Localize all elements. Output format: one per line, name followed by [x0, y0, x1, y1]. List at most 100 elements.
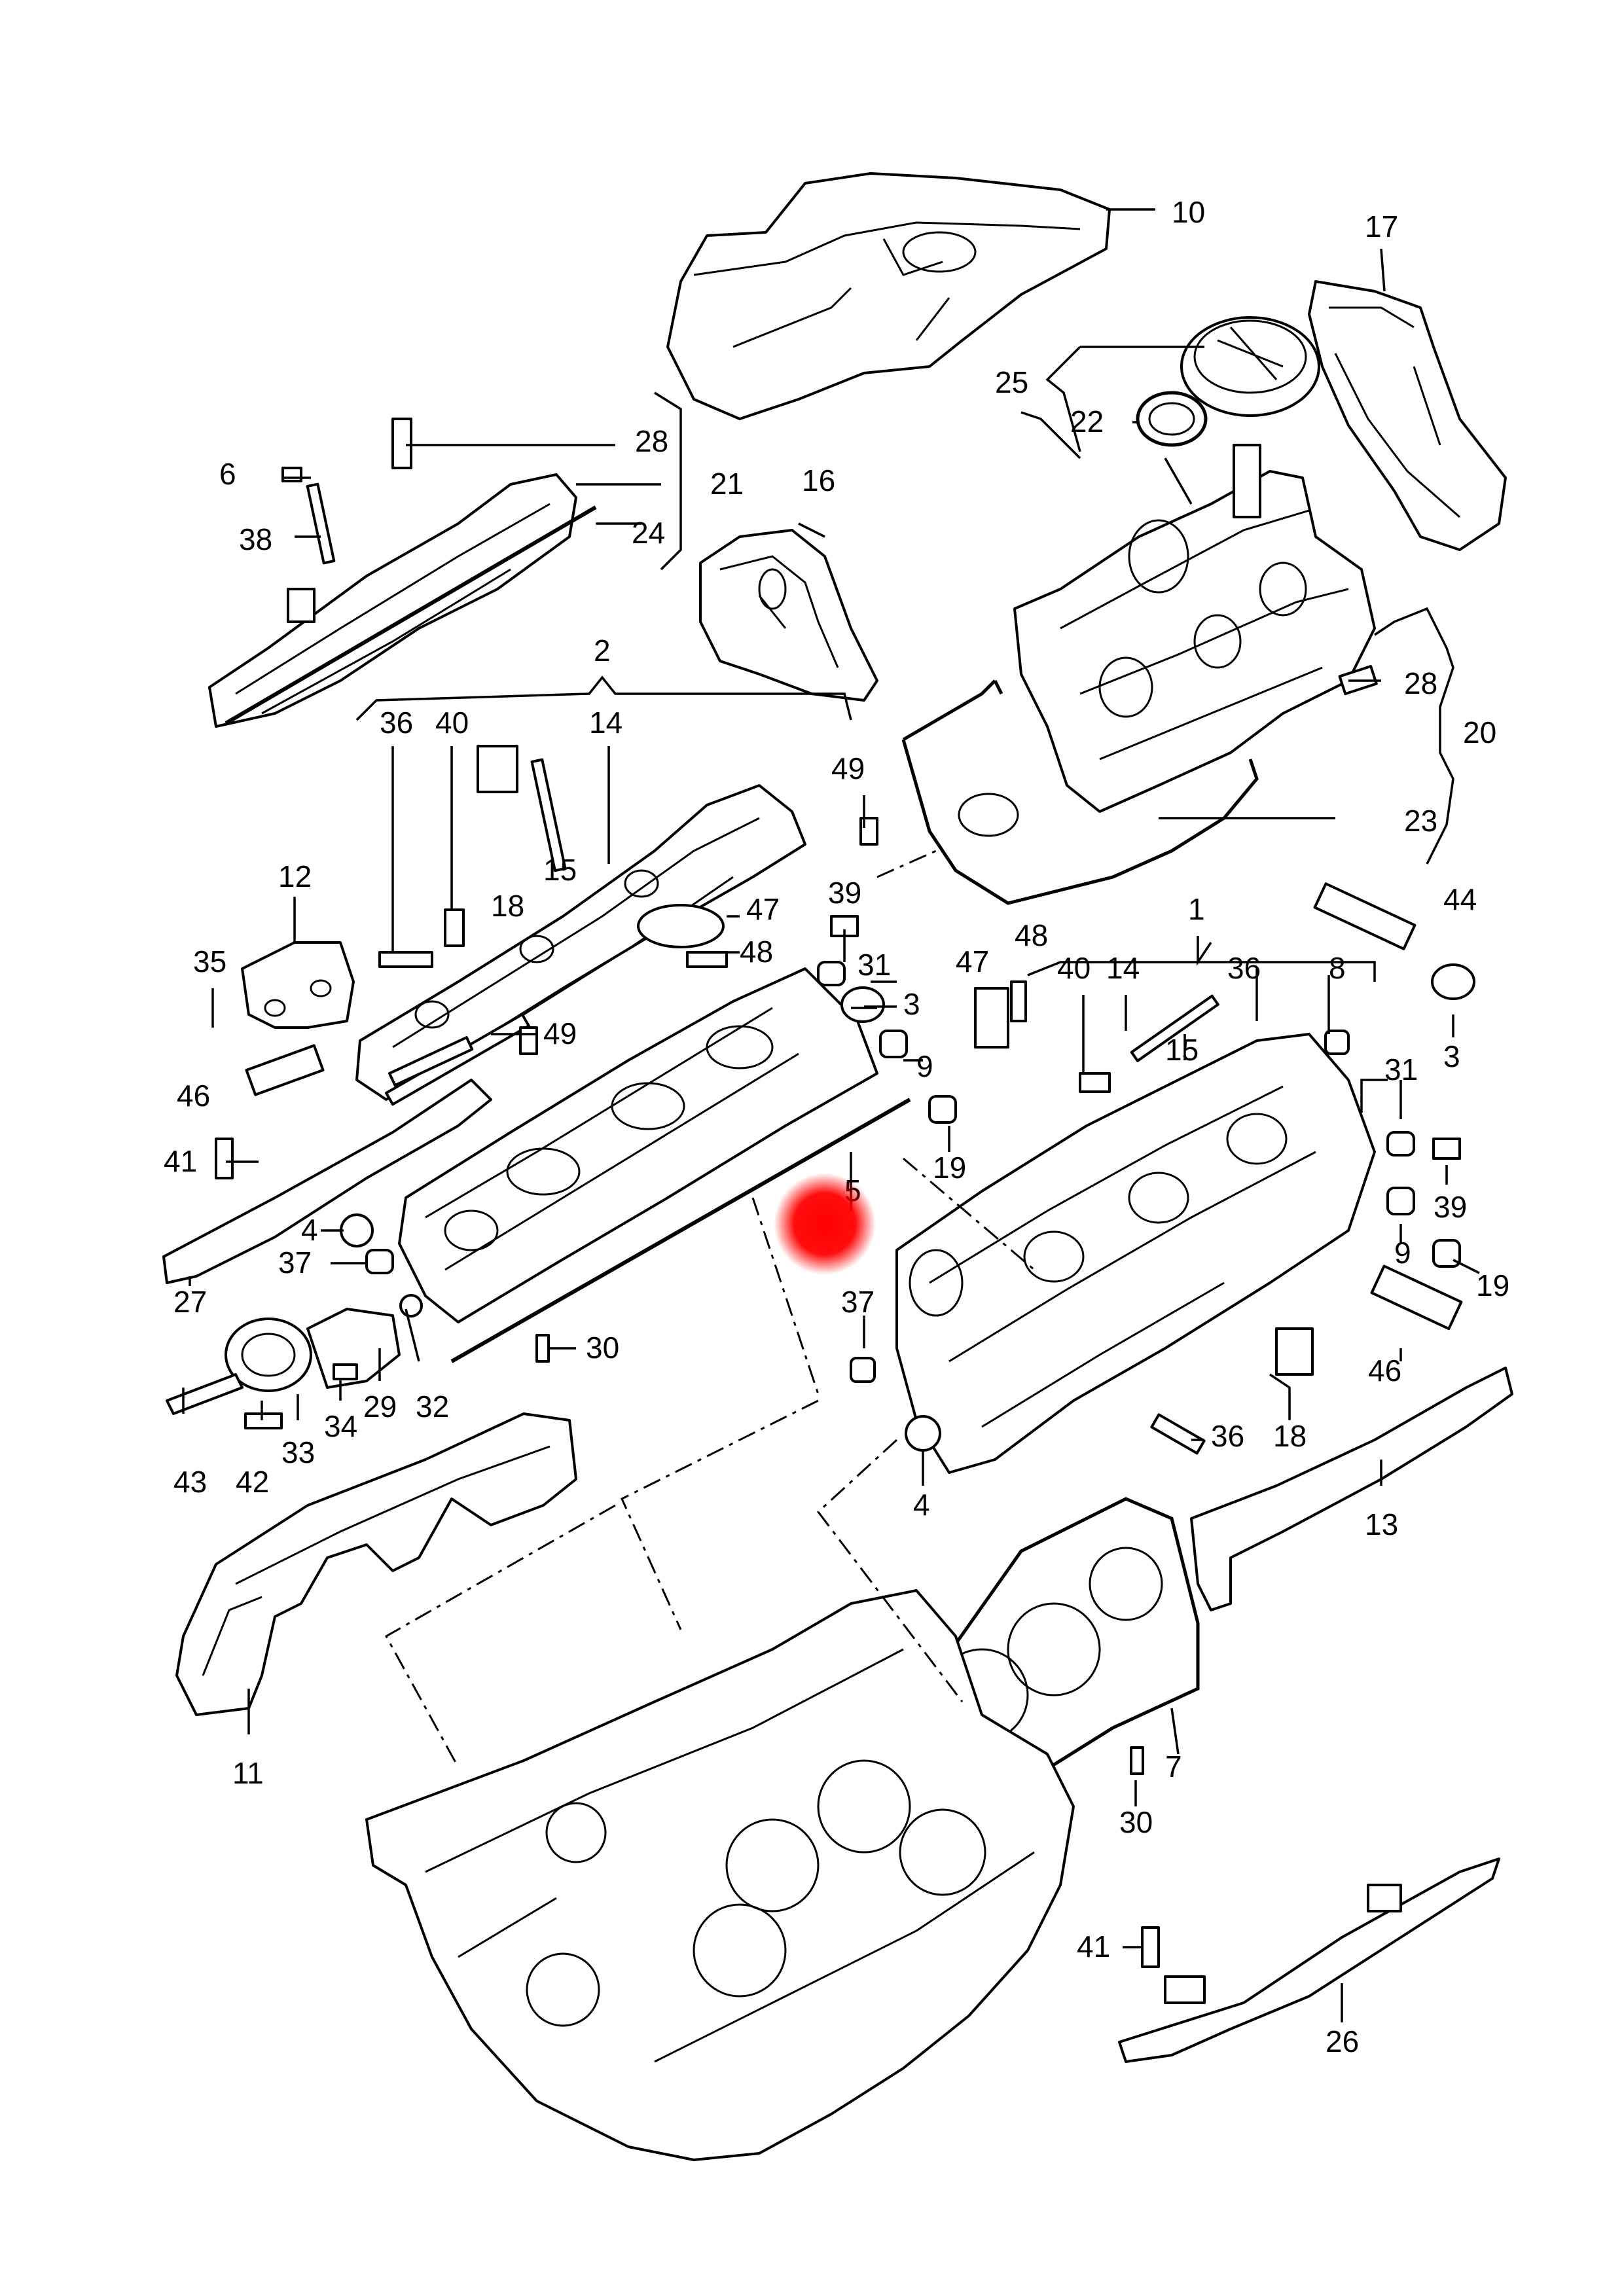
callout-14-left: 14 — [589, 706, 623, 740]
solenoid-47-right — [974, 987, 1009, 1049]
small-fasteners — [215, 418, 1475, 1968]
bolt-15-right — [1130, 994, 1219, 1062]
callout-44: 44 — [1443, 882, 1477, 916]
callout-31-right: 31 — [1384, 1052, 1418, 1086]
callout-49-upper: 49 — [831, 751, 865, 785]
part-33-vacuum-pump — [166, 1308, 401, 1415]
part-23-right-cover-gasket — [901, 679, 1259, 905]
part-27-left-rail — [162, 1036, 492, 1284]
callout-20: 20 — [1463, 715, 1496, 749]
sealant-tube-44 — [1313, 882, 1416, 950]
bolt-41-left — [215, 1138, 234, 1179]
callout-21: 21 — [710, 467, 744, 501]
callout-17: 17 — [1365, 209, 1398, 243]
callout-24: 24 — [632, 516, 665, 550]
pin-30-right — [1130, 1746, 1144, 1775]
part-5-left-cylinder-head — [398, 967, 911, 1363]
callout-40-left: 40 — [435, 706, 469, 740]
plug-19-left — [928, 1095, 957, 1124]
callout-8: 8 — [1329, 951, 1346, 985]
part-11-left-shield — [175, 1412, 577, 1716]
callout-42: 42 — [236, 1465, 269, 1499]
callout-4-left: 4 — [301, 1213, 318, 1247]
callout-9-right: 9 — [1394, 1236, 1411, 1270]
stud-36-right — [1150, 1413, 1206, 1455]
callout-18-left: 18 — [491, 889, 524, 923]
bolt-41-right — [1141, 1926, 1160, 1968]
pin-34 — [333, 1363, 358, 1380]
plug-3-right — [1431, 963, 1475, 1000]
callout-39-left: 39 — [828, 876, 861, 910]
bolt-42 — [244, 1412, 283, 1429]
stud-36-left — [378, 951, 433, 968]
part-17-duct — [1308, 280, 1507, 551]
callout-41-right: 41 — [1077, 1929, 1110, 1964]
bolt-28-left — [391, 418, 412, 469]
plug-9-right — [1386, 1187, 1415, 1215]
part-12-bracket — [241, 941, 355, 1029]
callout-18-right: 18 — [1273, 1419, 1307, 1453]
callout-15-right: 15 — [1165, 1033, 1199, 1067]
nut-6 — [281, 467, 302, 482]
plug-37-left — [365, 1249, 394, 1274]
plug-31-right — [1386, 1131, 1415, 1157]
seal-18-right — [1275, 1327, 1314, 1376]
callout-10: 10 — [1172, 195, 1205, 229]
plug-37-right — [850, 1357, 876, 1383]
callout-9-left: 9 — [916, 1049, 933, 1083]
part-26-lower-rail — [1118, 1857, 1500, 2063]
callout-46-left: 46 — [177, 1079, 210, 1113]
callout-47-right: 47 — [956, 944, 989, 978]
callout-16: 16 — [802, 463, 835, 497]
sealant-tube-46-right — [1370, 1265, 1463, 1331]
callout-11: 11 — [232, 1756, 264, 1790]
part-21-left-head-cover — [208, 473, 597, 728]
callout-6: 6 — [219, 457, 236, 491]
callout-31-left: 31 — [857, 948, 891, 982]
callout-32: 32 — [416, 1390, 449, 1424]
callout-7: 7 — [1165, 1749, 1182, 1784]
callout-49-lower: 49 — [543, 1016, 577, 1050]
ring-32 — [399, 1294, 423, 1318]
callout-48-left: 48 — [740, 935, 773, 969]
callout-46-right: 46 — [1368, 1354, 1401, 1388]
callout-15-left: 15 — [543, 853, 577, 887]
callout-29: 29 — [363, 1390, 397, 1424]
callout-36-right-lower: 36 — [1211, 1419, 1244, 1453]
callout-2: 2 — [594, 634, 611, 668]
seal-18-left — [477, 745, 518, 793]
plug-8 — [1324, 1030, 1350, 1055]
plug-9-left — [879, 1030, 908, 1058]
callout-41-left: 41 — [164, 1144, 197, 1178]
highlight-marker — [774, 1173, 876, 1275]
bolt-15-left — [530, 758, 567, 872]
part-22-filler-cap — [1136, 316, 1320, 447]
part-1-right-cylinder-head — [895, 1033, 1376, 1474]
bolt-40-right — [1079, 1072, 1111, 1093]
plug-19-right — [1432, 1239, 1461, 1268]
callout-48-right: 48 — [1015, 918, 1048, 952]
part-10-oil-pan — [666, 172, 1111, 420]
callout-38: 38 — [239, 522, 272, 556]
callout-37-right: 37 — [841, 1285, 875, 1319]
callout-25: 25 — [995, 365, 1028, 399]
callout-28-left: 28 — [635, 424, 668, 458]
callout-40-right: 40 — [1057, 951, 1091, 985]
gear-4-left — [340, 1213, 374, 1247]
part-20-right-head-cover — [1013, 444, 1376, 813]
callout-19-right: 19 — [1476, 1268, 1509, 1302]
callout-1: 1 — [1188, 892, 1205, 926]
callout-36-left: 36 — [380, 706, 413, 740]
bolt-48-left — [686, 951, 728, 968]
bolt-40-left — [444, 908, 465, 947]
callout-37-left: 37 — [278, 1246, 312, 1280]
callout-43: 43 — [173, 1465, 207, 1499]
gear-4-right — [905, 1415, 941, 1452]
callout-19-left: 19 — [933, 1151, 966, 1185]
callout-33: 33 — [281, 1435, 315, 1469]
bolt-38 — [306, 482, 336, 565]
solenoid-47-left — [637, 904, 725, 948]
callout-30-left: 30 — [586, 1331, 619, 1365]
callout-22: 22 — [1070, 404, 1104, 439]
